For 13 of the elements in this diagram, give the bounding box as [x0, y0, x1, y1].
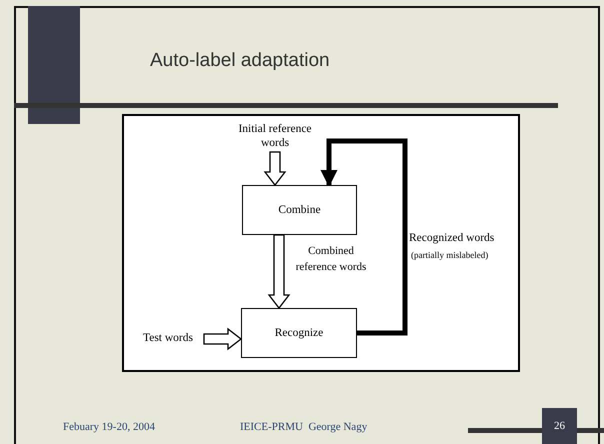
page-number: 26: [542, 408, 577, 444]
slide-title: Auto-label adaptation: [150, 50, 330, 72]
process-box: Combine: [242, 185, 357, 235]
hollow-block-arrow: [203, 328, 242, 350]
input-text: Test words: [132, 331, 204, 347]
hollow-block-arrow: [264, 151, 286, 186]
footer-author: IEICE-PRMU George Nagy: [240, 421, 368, 433]
hollow-block-arrow: [268, 234, 290, 310]
footer-date: Febuary 19-20, 2004: [63, 421, 155, 433]
process-box: Recognize: [241, 308, 357, 358]
feedback-arrow: [320, 138, 408, 336]
note-text: (partially mislabeled): [411, 250, 488, 260]
input-text: Initial reference words: [230, 122, 320, 152]
